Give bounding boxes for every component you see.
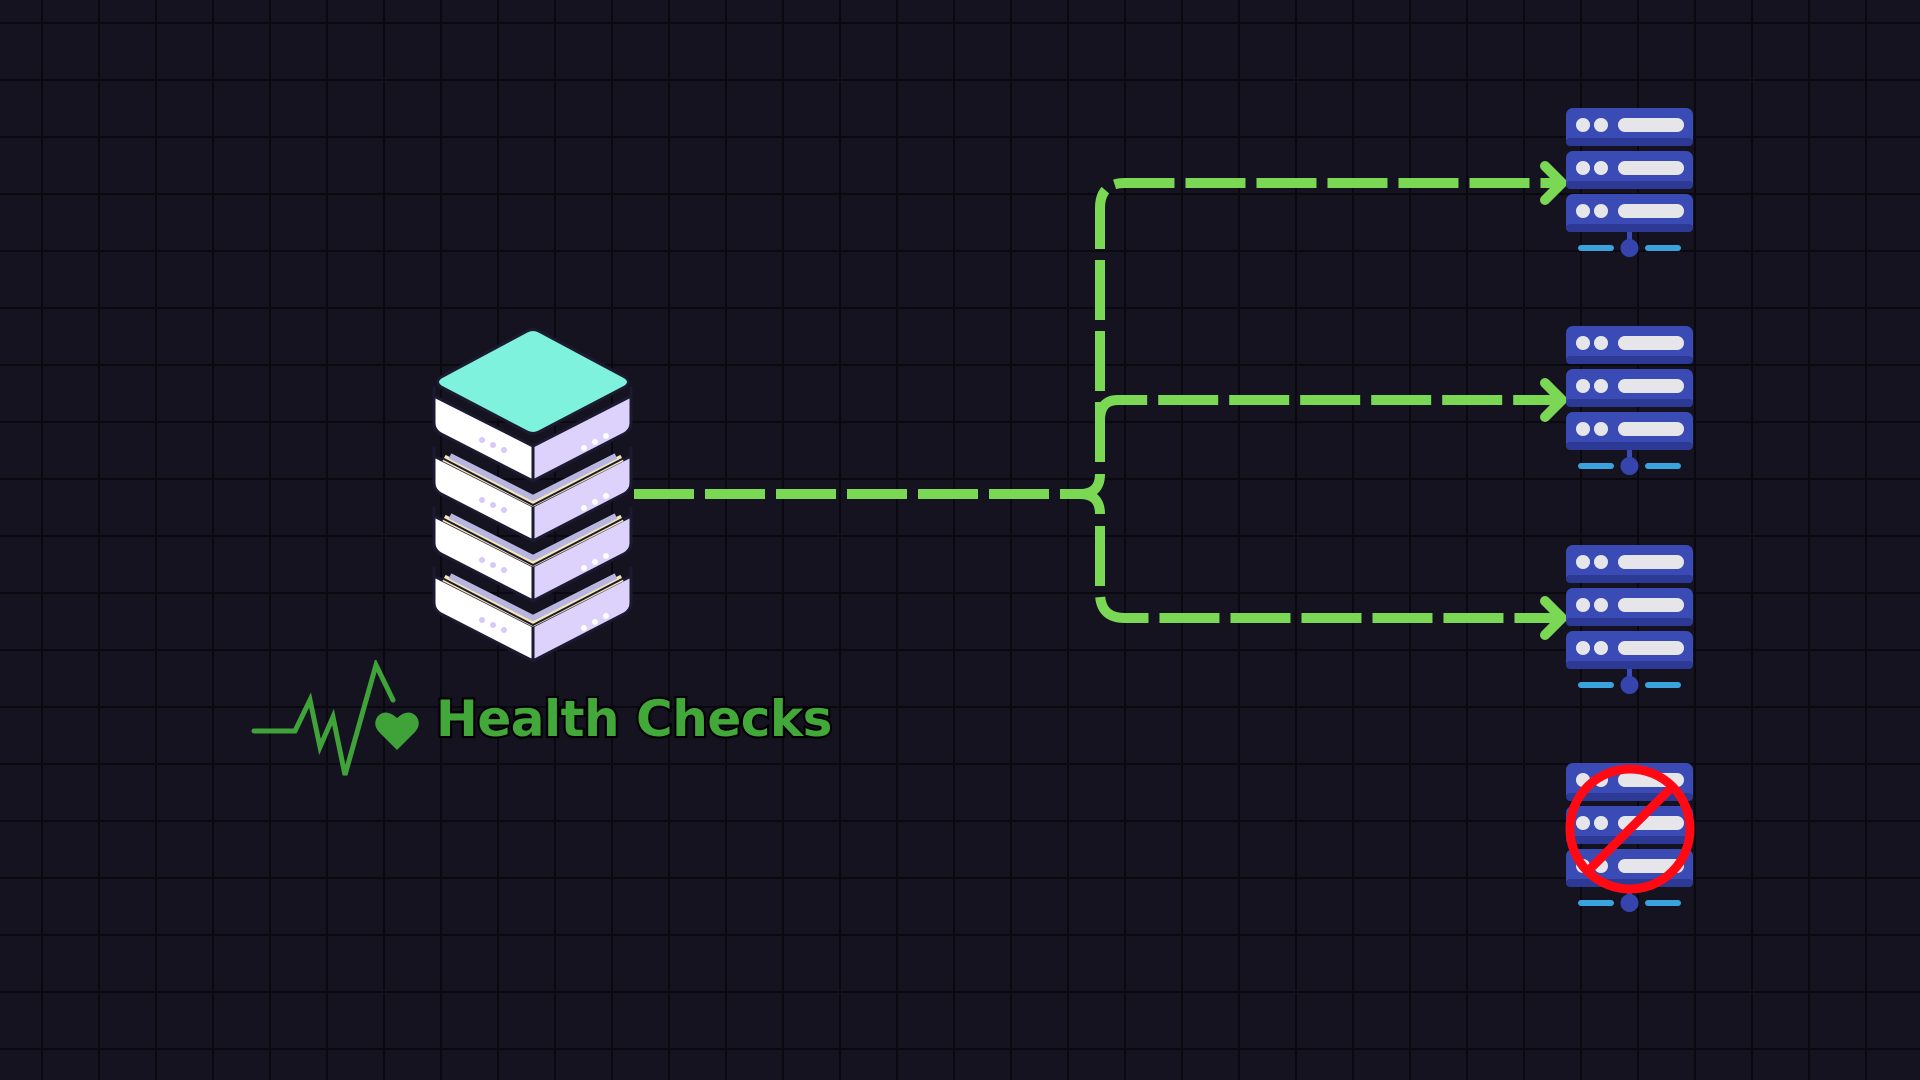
arrowhead-server-2 <box>1540 378 1567 422</box>
server-3-icon[interactable] <box>1562 545 1698 695</box>
heart-icon <box>375 712 419 750</box>
server-4-icon[interactable] <box>1562 763 1698 913</box>
server-1-icon[interactable] <box>1562 108 1698 258</box>
arrowhead-server-3 <box>1540 596 1567 640</box>
load-balancer-icon[interactable] <box>432 328 634 663</box>
health-checks-label: Health Checks <box>434 688 834 750</box>
branch-to-server-1 <box>1095 178 1555 462</box>
load-balancer-top-face <box>436 328 630 435</box>
branch-to-server-2 <box>1095 395 1555 421</box>
branch-to-server-3 <box>1095 526 1555 623</box>
server-2-icon[interactable] <box>1562 326 1698 476</box>
heartbeat-icon <box>251 660 419 776</box>
prohibited-icon <box>1565 764 1695 894</box>
brace-junction <box>1079 473 1105 515</box>
arrowhead-server-1 <box>1540 161 1567 205</box>
